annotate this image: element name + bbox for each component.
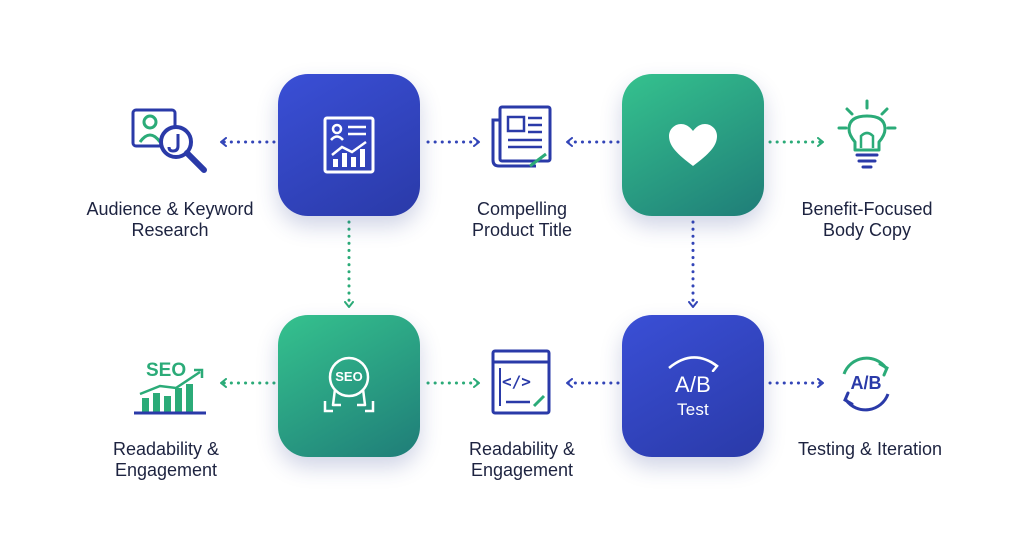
ab-test-label-bottom: Test bbox=[677, 400, 709, 419]
audience-search-icon bbox=[130, 106, 212, 181]
label-compelling-product-title: Compelling Product Title bbox=[471, 199, 573, 240]
newspaper-icon bbox=[490, 104, 554, 175]
seo-growth-text: SEO bbox=[146, 360, 187, 381]
code-editor-icon: </> bbox=[490, 348, 552, 416]
seo-badge-icon: SEO bbox=[319, 353, 379, 419]
ab-cycle-icon: A/B bbox=[834, 354, 898, 414]
seo-badge-text: SEO bbox=[335, 369, 363, 384]
label-audience-keyword-research: Audience & Keyword Research bbox=[86, 199, 254, 240]
tile-benefit-heart bbox=[622, 74, 764, 216]
seo-growth-icon: SEO bbox=[132, 360, 208, 418]
ab-test-label-top: A/B bbox=[674, 372, 712, 397]
tile-research-report bbox=[278, 74, 420, 216]
tile-seo: SEO bbox=[278, 315, 420, 457]
ab-cycle-text: A/B bbox=[850, 373, 882, 393]
ab-test-icon bbox=[661, 352, 725, 372]
label-benefit-focused-body-copy: Benefit-Focused Body Copy bbox=[801, 199, 933, 240]
lightbulb-icon bbox=[834, 98, 900, 179]
heart-icon bbox=[667, 122, 719, 168]
report-chart-icon bbox=[322, 115, 376, 175]
label-testing-iteration: Testing & Iteration bbox=[797, 439, 943, 459]
label-readability-engagement-left: Readability & Engagement bbox=[112, 439, 220, 480]
tile-ab-test: A/B Test bbox=[622, 315, 764, 457]
label-readability-engagement-mid: Readability & Engagement bbox=[468, 439, 576, 480]
code-editor-text: </> bbox=[502, 372, 531, 391]
